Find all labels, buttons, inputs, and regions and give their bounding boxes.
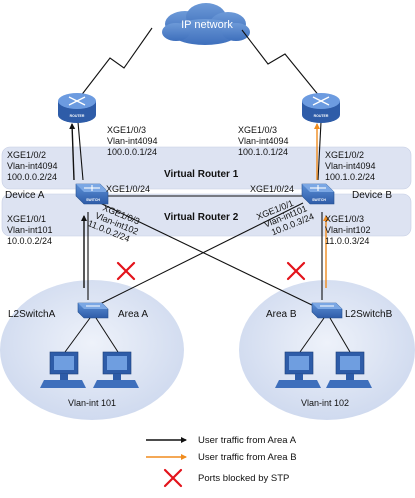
router-arrows-icon xyxy=(312,96,330,106)
router-right[interactable]: ROUTER xyxy=(302,93,340,123)
router-left-vlan: Vlan-int4094 xyxy=(107,136,158,146)
device-b-up-vlan: Vlan-int4094 xyxy=(325,161,376,171)
router-left-badge: ROUTER xyxy=(70,114,85,118)
router-arrows-icon xyxy=(68,96,86,106)
legend: User traffic from Area A User traffic fr… xyxy=(146,435,297,488)
device-a-badge: SWITCH xyxy=(86,198,100,202)
device-a-up-vlan: Vlan-int4094 xyxy=(7,161,58,171)
link-device-a-l2switch-b xyxy=(97,201,315,307)
link-router-right-device-b xyxy=(317,121,322,181)
device-b-left-iface: XGE1/0/24 xyxy=(250,184,294,194)
device-a-up-iface: XGE1/0/2 xyxy=(7,150,46,160)
wan-link-right xyxy=(241,29,321,98)
area-b-vlan-label: Vlan-int 102 xyxy=(301,398,349,408)
device-a-down-iface: XGE1/0/1 xyxy=(7,214,46,224)
l2switch-a-label: L2SwitchA xyxy=(8,309,56,320)
l2switch-b[interactable] xyxy=(311,302,343,319)
stp-blocked-mark-right xyxy=(286,261,306,281)
device-b-badge: SWITCH xyxy=(312,198,326,202)
legend-blocked-mark xyxy=(163,468,183,488)
switch-arrows-icon xyxy=(84,185,100,191)
virtual-router-1-band xyxy=(1,146,412,190)
link-device-b-l2switch-a xyxy=(99,202,304,305)
router-right-vlan: Vlan-int4094 xyxy=(238,136,289,146)
virtual-router-1-label: Virtual Router 1 xyxy=(164,169,239,180)
l2switch-a[interactable] xyxy=(77,302,109,319)
ip-network-cloud: IP network xyxy=(162,3,250,45)
pc-links-area-b xyxy=(299,317,351,353)
link-router-left-device-a xyxy=(77,121,84,181)
traffic-arrow-area-a-upper xyxy=(69,123,76,181)
device-a-down-vlan: Vlan-int101 xyxy=(7,225,53,235)
pc-area-a-2[interactable] xyxy=(93,351,139,388)
device-b-up-iface: XGE1/0/2 xyxy=(325,150,364,160)
area-b-label: Area B xyxy=(266,309,297,320)
switch-arrows-icon xyxy=(310,185,326,191)
router-left[interactable]: ROUTER xyxy=(58,93,96,123)
area-a-label: Area A xyxy=(118,309,148,320)
virtual-router-2-label: Virtual Router 2 xyxy=(164,212,239,223)
device-a-down-ip: 10.0.0.2/24 xyxy=(7,236,52,246)
device-b-down-iface: XGE1/0/3 xyxy=(325,214,364,224)
device-a-cross-labels: XGE1/0/3 Vlan-int102 11.0.0.2/24 xyxy=(86,203,141,244)
legend-black-label: User traffic from Area A xyxy=(198,435,297,446)
legend-orange-label: User traffic from Area B xyxy=(198,452,297,463)
device-b-name: Device B xyxy=(352,190,392,201)
stp-blocked-mark-left xyxy=(116,261,136,281)
router-left-ip: 100.0.0.1/24 xyxy=(107,147,157,157)
legend-blocked-label: Ports blocked by STP xyxy=(198,473,289,484)
pc-area-b-1[interactable] xyxy=(275,351,321,388)
area-a-vlan-label: Vlan-int 101 xyxy=(68,398,116,408)
router-left-iface: XGE1/0/3 xyxy=(107,125,146,135)
router-right-ip: 100.1.0.1/24 xyxy=(238,147,288,157)
device-b-down-ip: 11.0.0.3/24 xyxy=(325,236,369,246)
device-b-up-ip: 100.1.0.2/24 xyxy=(325,172,375,182)
device-a-name: Device A xyxy=(5,190,45,201)
wan-link-left xyxy=(79,27,153,98)
cloud-label: IP network xyxy=(181,19,233,31)
device-a-right-iface: XGE1/0/24 xyxy=(106,184,150,194)
device-b-switch[interactable]: SWITCH xyxy=(301,183,335,205)
router-right-badge: ROUTER xyxy=(314,114,329,118)
device-a-switch[interactable]: SWITCH xyxy=(75,183,109,205)
pc-area-b-2[interactable] xyxy=(326,351,372,388)
router-right-iface: XGE1/0/3 xyxy=(238,125,277,135)
pc-links-area-a xyxy=(64,317,119,353)
device-a-up-ip: 100.0.0.2/24 xyxy=(7,172,57,182)
l2switch-b-label: L2SwitchB xyxy=(345,309,393,320)
device-b-down-vlan: Vlan-int102 xyxy=(325,225,371,235)
pc-area-a-1[interactable] xyxy=(40,351,86,388)
